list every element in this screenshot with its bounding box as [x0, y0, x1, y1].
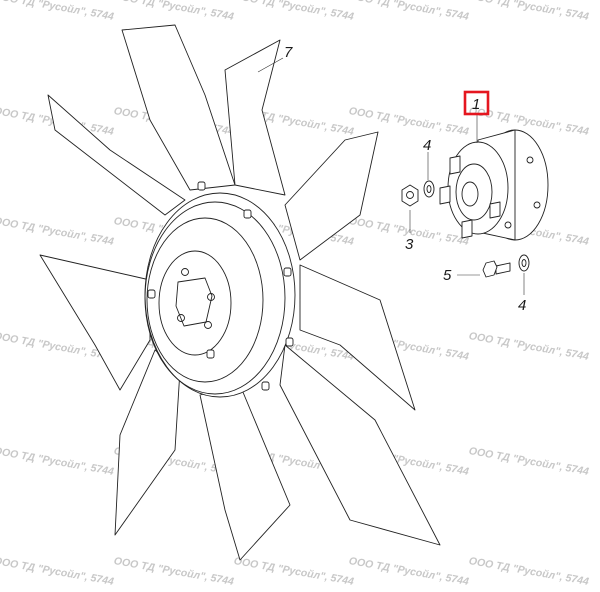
nut-hole [406, 191, 414, 199]
washer-lower-hole [521, 259, 527, 267]
leader-7 [257, 57, 284, 73]
bolt-shank [495, 262, 511, 275]
flange-hole-1 [526, 156, 534, 164]
flange-stud-1 [449, 155, 461, 175]
fan-blade-top [121, 24, 236, 191]
drive-flange-part-1 [439, 129, 549, 241]
callout-4-upper: 4 [423, 137, 431, 154]
fan-blade-bottom [199, 384, 291, 561]
washer-upper-hole [426, 185, 432, 193]
hub-bolt-1 [181, 268, 189, 276]
rim-stud-3 [283, 267, 292, 277]
rim-stud-1 [197, 181, 206, 191]
flange-front [447, 141, 509, 235]
rim-stud-6 [206, 349, 215, 359]
flange-stud-3 [489, 201, 501, 219]
washer-upper [423, 180, 435, 198]
fan-hub [144, 181, 296, 398]
fan-blade-left [39, 254, 151, 391]
leader-lines [257, 57, 525, 295]
fan-blade-bottom-right [279, 344, 441, 546]
callout-numbers: 7 1 4 3 5 4 [284, 44, 526, 314]
callout-5: 5 [443, 267, 452, 284]
fan-blade-upper-left [47, 94, 186, 216]
nut-part-3 [401, 184, 419, 207]
rim-stud-7 [147, 289, 156, 299]
washer-part-4-lower [518, 254, 530, 272]
callout-7: 7 [284, 44, 293, 61]
flange-stud-2 [461, 219, 473, 239]
flange-hole-3 [504, 221, 512, 229]
rim-stud-2 [243, 209, 252, 219]
flange-bore [461, 181, 479, 207]
callout-1: 1 [472, 96, 480, 113]
hub-outer-ring [144, 192, 296, 398]
flange-hole-2 [533, 201, 541, 209]
bolt-head [482, 260, 498, 278]
hub-bolt-2 [207, 293, 215, 301]
nut-hex [401, 184, 419, 207]
rim-stud-5 [261, 381, 270, 391]
flange-face-inner [455, 163, 493, 221]
fan-blade-right-lower [299, 264, 416, 411]
fan-blade-upper-right [224, 39, 286, 196]
hub-bolt-3 [204, 321, 212, 329]
hub-rim [144, 201, 286, 395]
hub-bolt-4 [177, 314, 185, 322]
bolt-part-5 [482, 260, 511, 278]
washer-part-4-upper [423, 180, 435, 198]
hub-face [158, 250, 232, 356]
hub-inner-ring [146, 217, 264, 383]
washer-lower [518, 254, 530, 272]
rim-stud-4 [285, 337, 294, 347]
callout-3: 3 [405, 236, 414, 253]
callout-4-lower: 4 [518, 297, 526, 314]
flange-stud-4 [439, 185, 451, 205]
callout-1-highlight [463, 90, 490, 116]
fan-blade-right [284, 131, 379, 261]
